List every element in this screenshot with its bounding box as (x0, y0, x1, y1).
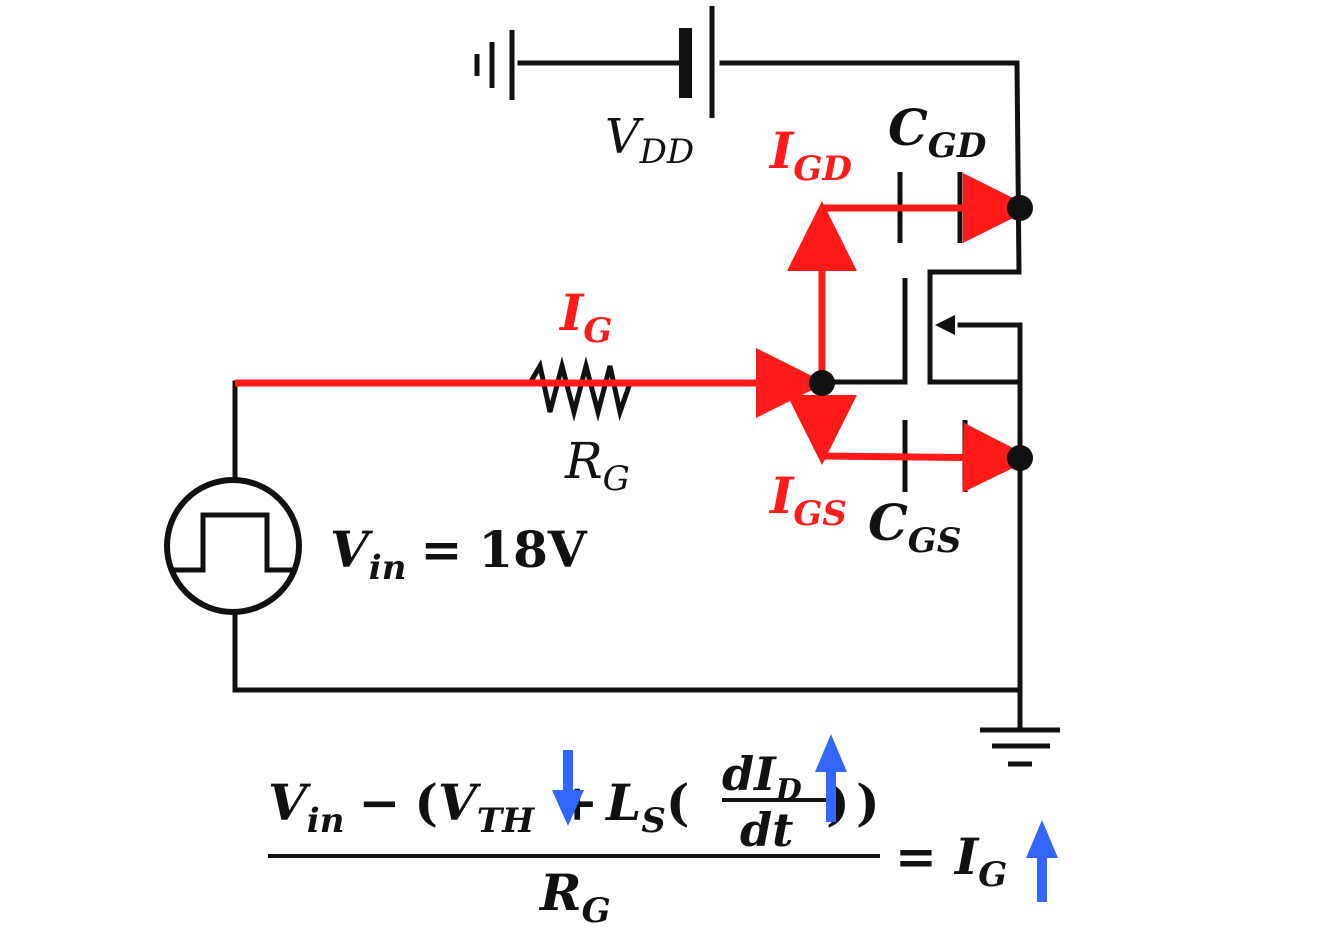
svg-text:CGD: CGD (888, 98, 987, 166)
square-wave-source (164, 477, 302, 615)
svg-text:RG: RG (564, 432, 630, 499)
label-cgd: CGD (888, 98, 987, 166)
drain-node (1007, 195, 1033, 221)
igs-path-right (821, 422, 1033, 493)
label-igs: IGS (768, 466, 847, 534)
svg-text:IG: IG (558, 283, 612, 351)
equation-denominator: RG (538, 863, 611, 931)
svg-text:Vin=18V: Vin=18V (330, 520, 588, 588)
battery-vdd (679, 6, 715, 118)
wiring (232, 60, 1023, 733)
svg-text:IGD: IGD (768, 121, 852, 189)
dt-denominator: dt (740, 803, 793, 857)
equation-numerator: Vin−(VTH+LS( (268, 773, 690, 841)
junction-dots (809, 195, 1033, 471)
svg-text:CGS: CGS (868, 493, 961, 561)
svg-text:VDD: VDD (605, 109, 694, 172)
equation-result: =IG (895, 827, 1007, 895)
label-vdd: VDD (605, 109, 694, 172)
resistor-rg (527, 356, 633, 422)
wire-drain (1014, 60, 1022, 275)
label-cgs: CGS (868, 493, 961, 561)
label-vin: Vin=18V (330, 520, 588, 588)
source-node (1007, 445, 1033, 471)
svg-text:IGS: IGS (768, 466, 847, 534)
mosfet (902, 272, 955, 382)
down-arrow-icon (552, 750, 584, 826)
label-igd: IGD (768, 121, 852, 189)
label-rg: RG (564, 432, 630, 499)
close-paren: ) (856, 773, 880, 832)
gate-node (809, 370, 835, 396)
did-numerator: dID (722, 747, 802, 808)
up-arrow-icon (815, 734, 847, 822)
gate-current-equation: Vin−(VTH+LS( dID dt ) ) RG =IG (268, 747, 1007, 931)
up-arrow-icon (1026, 820, 1058, 902)
current-paths (235, 173, 1033, 493)
ground-symbol-top (474, 30, 515, 100)
ground-symbol-bottom (980, 727, 1060, 767)
label-ig: IG (558, 283, 612, 351)
